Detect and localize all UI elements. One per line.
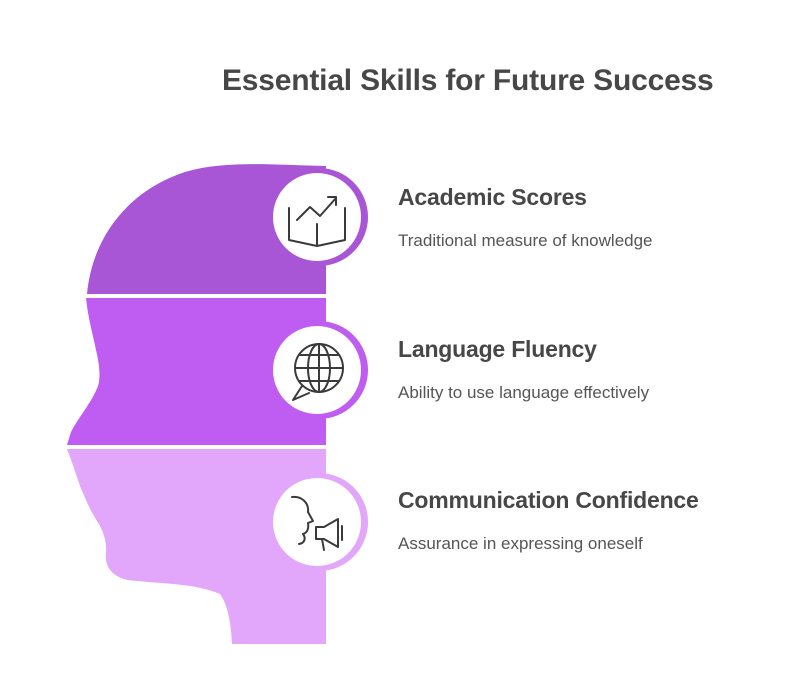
skill-description: Assurance in expressing oneself <box>398 534 643 553</box>
head-band-academic <box>87 164 326 294</box>
speaker-megaphone-icon <box>291 495 343 551</box>
book-chart-icon <box>288 196 346 247</box>
skill-item-communication: Communication Confidence Assurance in ex… <box>398 487 778 554</box>
skill-description: Traditional measure of knowledge <box>398 231 653 250</box>
skill-heading: Academic Scores <box>398 184 587 210</box>
badge-communication <box>270 473 368 571</box>
page-title: Essential Skills for Future Success <box>222 64 714 97</box>
skill-item-academic: Academic Scores Traditional measure of k… <box>398 184 778 251</box>
head-band-communication <box>67 449 326 644</box>
badge-academic <box>270 168 368 266</box>
skill-description: Ability to use language effectively <box>398 383 650 402</box>
skill-item-language: Language Fluency Ability to use language… <box>398 336 778 403</box>
globe-chat-icon <box>292 343 344 401</box>
skill-heading: Communication Confidence <box>398 487 699 513</box>
head-band-language <box>67 298 326 445</box>
skill-heading: Language Fluency <box>398 336 597 362</box>
